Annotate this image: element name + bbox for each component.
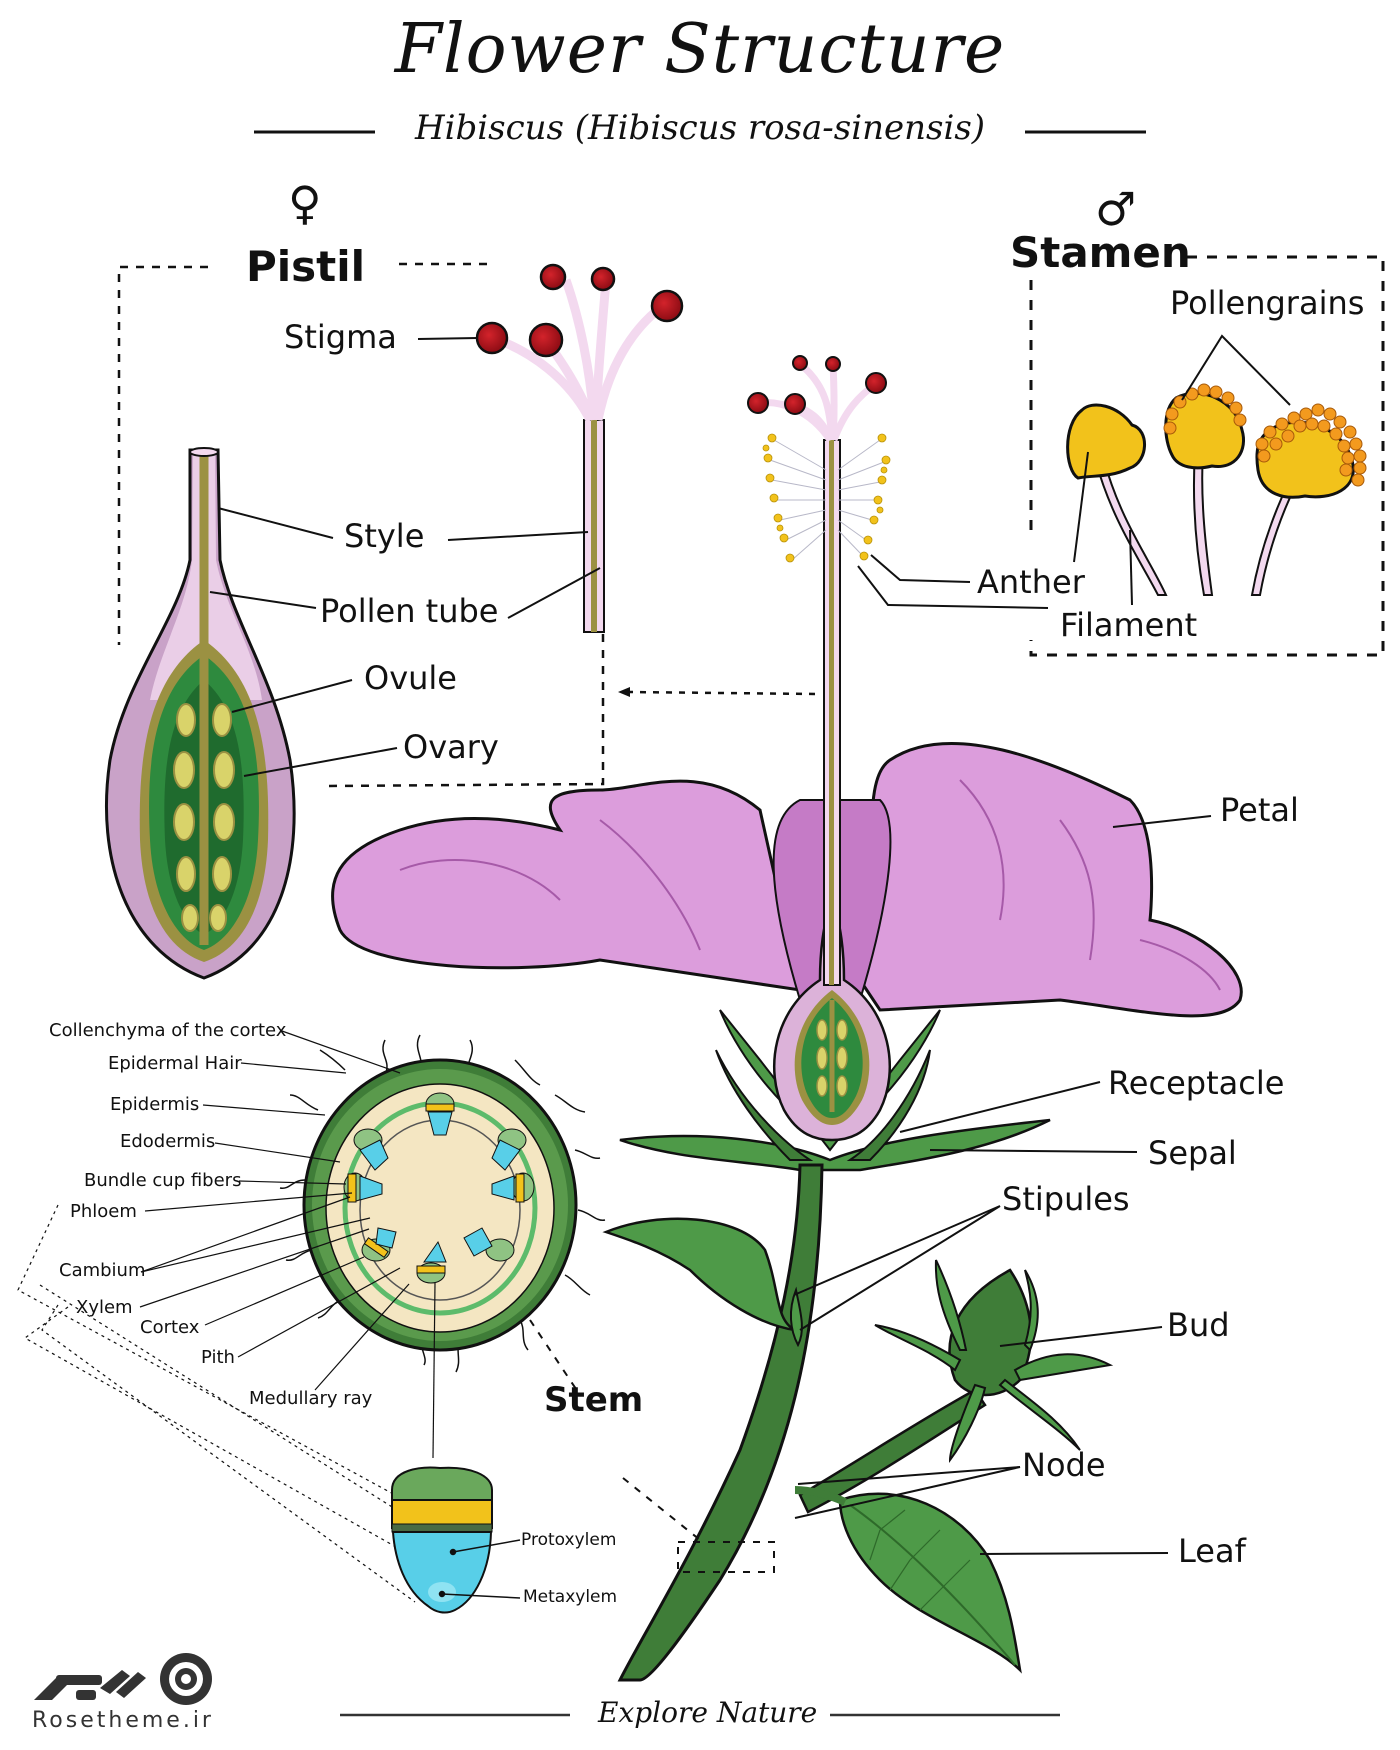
main-stem	[602, 1163, 987, 1682]
flower-bud	[874, 1259, 1114, 1464]
label-bundle-cup-fibers: Bundle cup fibers	[84, 1170, 242, 1191]
stem-section-leader-lines	[139, 1030, 436, 1459]
label-epidermal-hair: Epidermal Hair	[108, 1053, 242, 1074]
label-pollengrains: Pollengrains	[1170, 284, 1365, 322]
label-stipules: Stipules	[1002, 1180, 1130, 1218]
stem-zoom-guide	[529, 1319, 775, 1573]
label-ovary: Ovary	[403, 728, 499, 766]
label-stigma: Stigma	[284, 318, 397, 356]
stamen-dashed-frame	[1029, 255, 1385, 657]
pistil-pointer-arrow	[618, 687, 816, 697]
page-title: Flower Structure	[394, 10, 1006, 89]
label-node: Node	[1022, 1446, 1106, 1484]
main-leaf	[794, 1486, 1022, 1674]
label-protoxylem: Protoxylem	[521, 1530, 617, 1550]
label-epidermis: Epidermis	[110, 1094, 200, 1115]
label-phloem: Phloem	[70, 1201, 137, 1222]
pistil-leader-lines	[209, 337, 601, 777]
label-leaf: Leaf	[1178, 1532, 1246, 1570]
vascular-bundles	[343, 1092, 535, 1284]
flower-leader-lines	[793, 815, 1212, 1555]
label-sepal: Sepal	[1148, 1134, 1237, 1172]
label-xylem: Xylem	[76, 1297, 133, 1318]
label-filament: Filament	[1060, 606, 1198, 644]
pistil-cross-section	[105, 447, 296, 980]
vascular-bundle-detail	[391, 1466, 521, 1614]
label-style: Style	[344, 517, 425, 555]
anther-filaments	[769, 439, 885, 561]
stem-heading: Stem	[544, 1380, 644, 1420]
stamen-leader-lines	[857, 334, 1291, 609]
label-petal: Petal	[1220, 791, 1299, 829]
label-ovule: Ovule	[364, 659, 457, 697]
style-stigma-detail	[475, 263, 684, 633]
stem-cross-section	[279, 1034, 606, 1373]
rosetheme-logo	[34, 1653, 212, 1705]
epidermal-hairs	[279, 1034, 606, 1373]
label-metaxylem: Metaxylem	[523, 1587, 618, 1607]
main-flower	[331, 355, 1243, 1172]
label-anther: Anther	[977, 563, 1085, 601]
stamen-detail	[1066, 383, 1367, 596]
label-bud: Bud	[1167, 1306, 1230, 1344]
stamen-heading: Stamen	[1010, 228, 1191, 277]
label-cortex: Cortex	[140, 1317, 200, 1338]
pistil-dashed-frame	[117, 262, 605, 788]
page-subtitle: Hibiscus (Hibiscus rosa-sinensis)	[414, 108, 986, 148]
label-receptacle: Receptacle	[1108, 1064, 1285, 1102]
label-pollen-tube: Pollen tube	[320, 592, 499, 630]
pistil-heading: Pistil	[246, 242, 366, 291]
male-symbol-icon: ♂	[1095, 182, 1137, 236]
logo-text: Rosetheme.ir	[32, 1708, 214, 1733]
bundle-guide-lines	[17, 1204, 416, 1603]
label-cambium: Cambium	[59, 1260, 146, 1281]
anther-heads	[762, 433, 891, 563]
footer-tagline: Explore Nature	[598, 1696, 818, 1729]
label-medullary-ray: Medullary ray	[249, 1388, 373, 1409]
female-symbol-icon: ♀	[288, 176, 322, 230]
label-edodermis: Edodermis	[120, 1131, 216, 1152]
label-pith: Pith	[201, 1347, 235, 1368]
label-collenchyma: Collenchyma of the cortex	[49, 1020, 287, 1041]
